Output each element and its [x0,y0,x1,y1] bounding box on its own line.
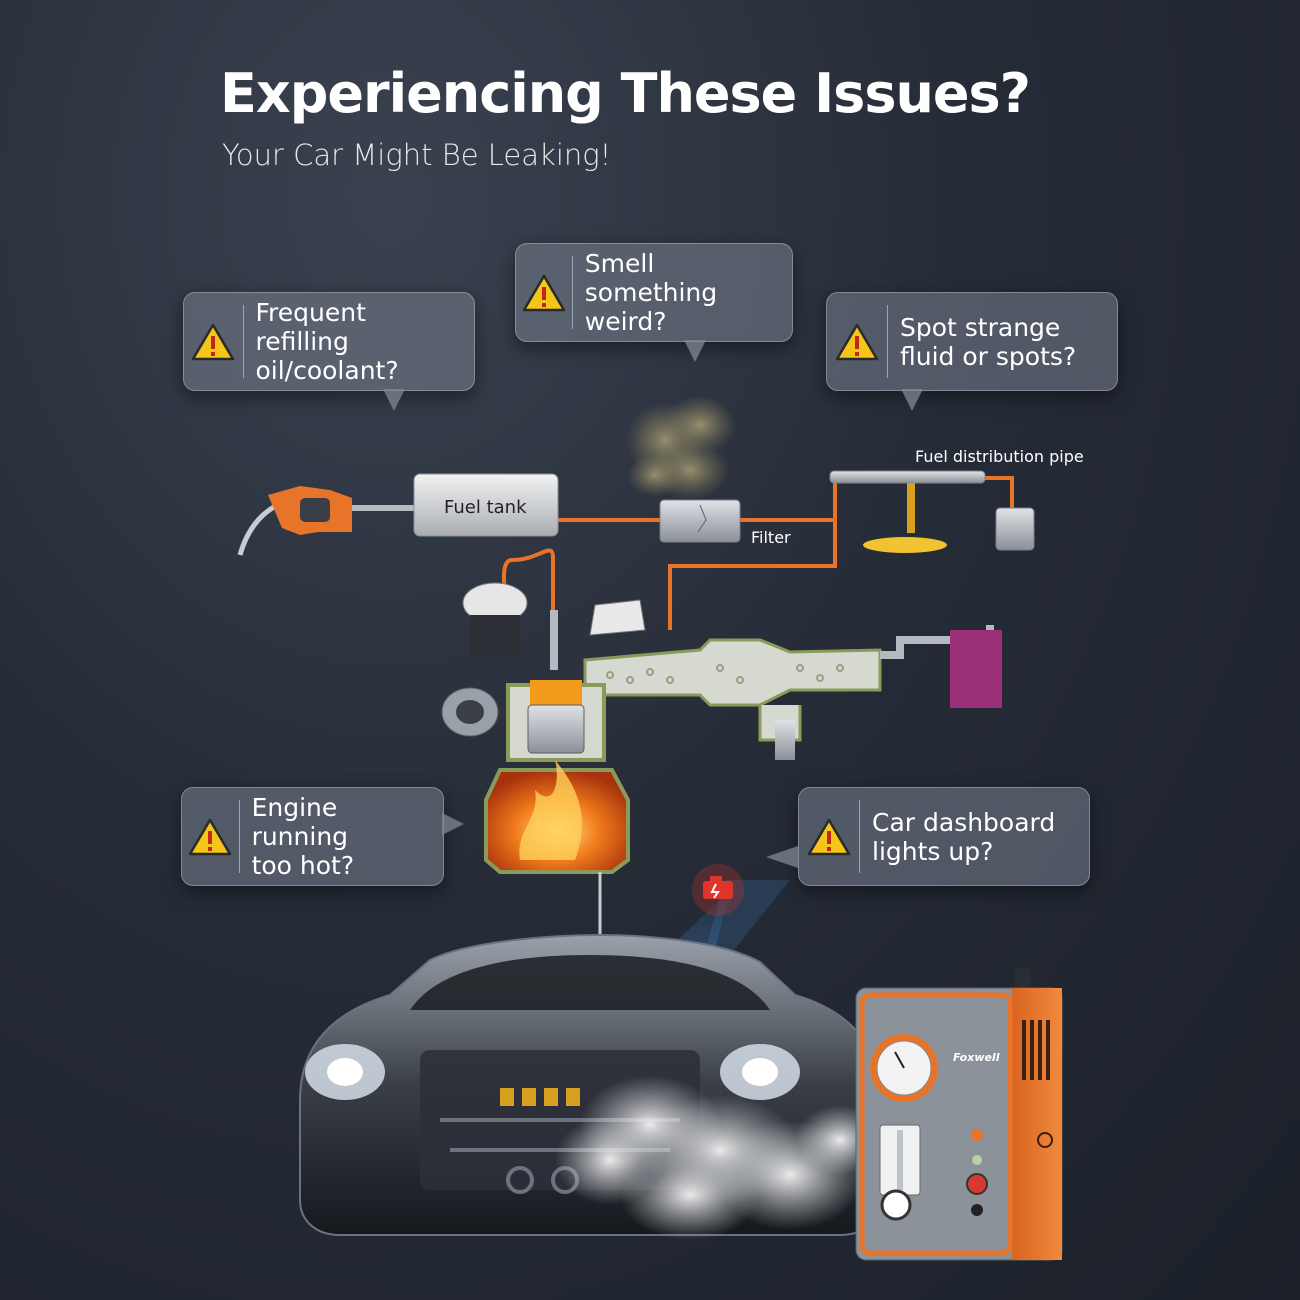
fuel-distribution-pipe [829,470,1035,553]
fuel-tank [413,473,559,537]
filter [659,499,741,543]
warning-icon [516,273,572,313]
bubble-tail [684,340,706,362]
device-brand: Foxwell [953,1051,1000,1064]
page-title: Experiencing These Issues? [220,62,1031,125]
fuel-distribution-label: Fuel distribution pipe [915,447,1084,466]
brown-smoke [625,395,736,500]
fuel-nozzle-icon [237,486,415,556]
bubble-smell: Smell something weird? [515,243,793,342]
fuel-tank-label: Fuel tank [444,497,527,518]
bubble-text: Engine running too hot? [251,793,355,880]
page-subtitle: Your Car Might Be Leaking! [222,138,612,172]
bubble-text: Smell something weird? [584,249,718,336]
warning-icon [827,322,887,362]
bubble-text: Car dashboard lights up? [872,807,1056,866]
bubble-engine-hot: Engine running too hot? [181,787,444,886]
smoke-machine [855,968,1063,1261]
engine-components [441,582,646,737]
fuel-lines [502,476,1014,630]
bubble-text: Spot strange fluid or spots? [900,312,1077,371]
bubble-tail [383,389,405,411]
bubble-dashboard: Car dashboard lights up? [798,787,1090,886]
bubble-text: Frequent refilling oil/coolant? [255,298,399,385]
engine-cylinder [484,680,630,874]
bubble-tail [766,846,798,868]
bubble-frequent-refilling: Frequent refilling oil/coolant? [183,292,475,391]
warning-icon [184,322,243,362]
exhaust-system [583,625,1002,760]
bubble-fluid-spots: Spot strange fluid or spots? [826,292,1118,391]
filter-label: Filter [751,528,791,547]
check-engine-icon [692,864,744,916]
bubble-tail [442,813,464,835]
warning-icon [182,817,239,857]
bubble-tail [901,389,923,411]
warning-icon [799,817,859,857]
